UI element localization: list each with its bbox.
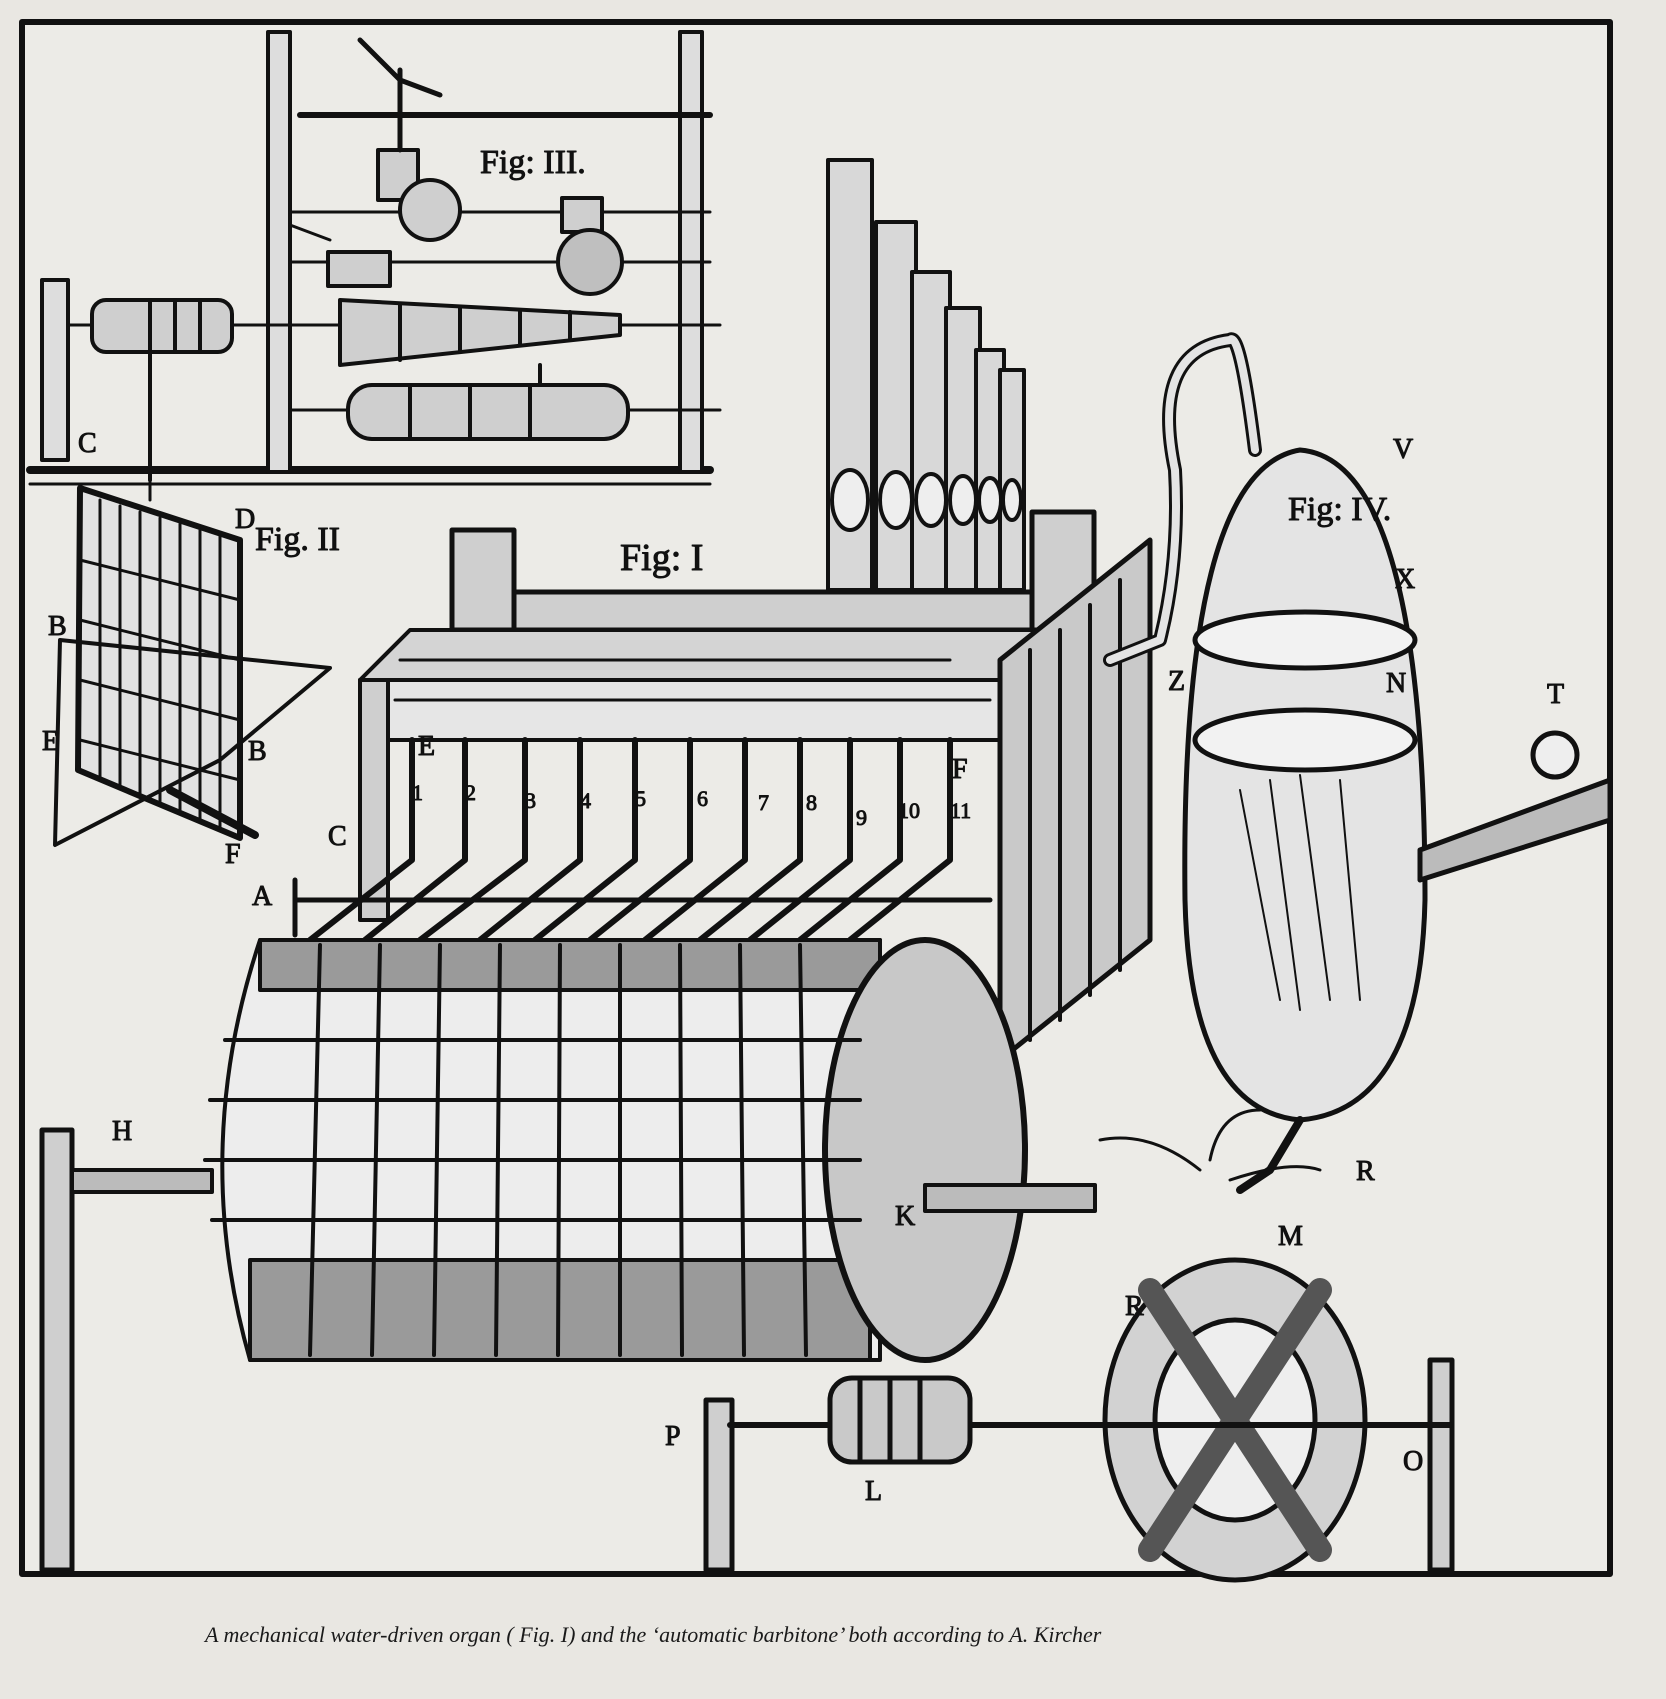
fig4-water-vessel — [1103, 332, 1613, 1194]
fig3-title: Fig: III. — [480, 144, 586, 181]
label-d-fig2: D — [235, 504, 255, 535]
fig2-drawing — [53, 468, 332, 847]
label-e-fig2: E — [42, 726, 59, 757]
key-number: 10 — [898, 798, 920, 823]
key-number: 4 — [580, 788, 591, 813]
key-number: 2 — [465, 780, 476, 805]
label-b-fig2-left: B — [48, 611, 67, 642]
label-h-axle: H — [112, 1116, 132, 1147]
key-number: 9 — [856, 805, 867, 830]
label-f-fig1: F — [952, 754, 968, 785]
label-n-vessel: N — [1386, 668, 1406, 699]
label-x-vessel: X — [1395, 564, 1415, 595]
label-c-fig3: C — [78, 428, 97, 459]
label-b-fig2-right: B — [248, 736, 267, 767]
fig2-title: Fig. II — [255, 521, 340, 558]
label-m-wheel: M — [1278, 1221, 1303, 1252]
key-number: 8 — [806, 790, 817, 815]
pinned-barrel — [39, 937, 1097, 1573]
label-z-pipe: Z — [1168, 666, 1185, 697]
label-a-fig1: A — [252, 881, 273, 912]
label-l-pinion: L — [865, 1476, 882, 1507]
key-number: 7 — [758, 790, 769, 815]
label-c-fig1: C — [328, 821, 347, 852]
figure-caption: A mechanical water-driven organ ( Fig. I… — [205, 1622, 1102, 1647]
label-o-support: O — [1403, 1446, 1423, 1477]
label-r-wheel: R — [1125, 1291, 1144, 1322]
label-t-tap: T — [1547, 679, 1564, 710]
water-wheel — [703, 1108, 1455, 1583]
label-p-support: P — [665, 1421, 681, 1452]
key-number: 6 — [697, 786, 708, 811]
key-number: 3 — [525, 788, 536, 813]
key-number: 5 — [635, 786, 646, 811]
fig1-organ-body — [292, 509, 1153, 1063]
label-v-vessel: V — [1393, 434, 1413, 465]
fig4-title: Fig: IV. — [1288, 491, 1391, 528]
label-r-outlet: R — [1356, 1156, 1375, 1187]
key-number: 1 — [412, 780, 423, 805]
fig3-drawing — [26, 30, 722, 486]
label-f-fig2: F — [225, 839, 241, 870]
label-k-axle: K — [895, 1201, 915, 1232]
fig1-title: Fig: I — [620, 537, 703, 579]
key-number: 11 — [950, 798, 971, 823]
label-e-fig1: E — [418, 731, 435, 762]
